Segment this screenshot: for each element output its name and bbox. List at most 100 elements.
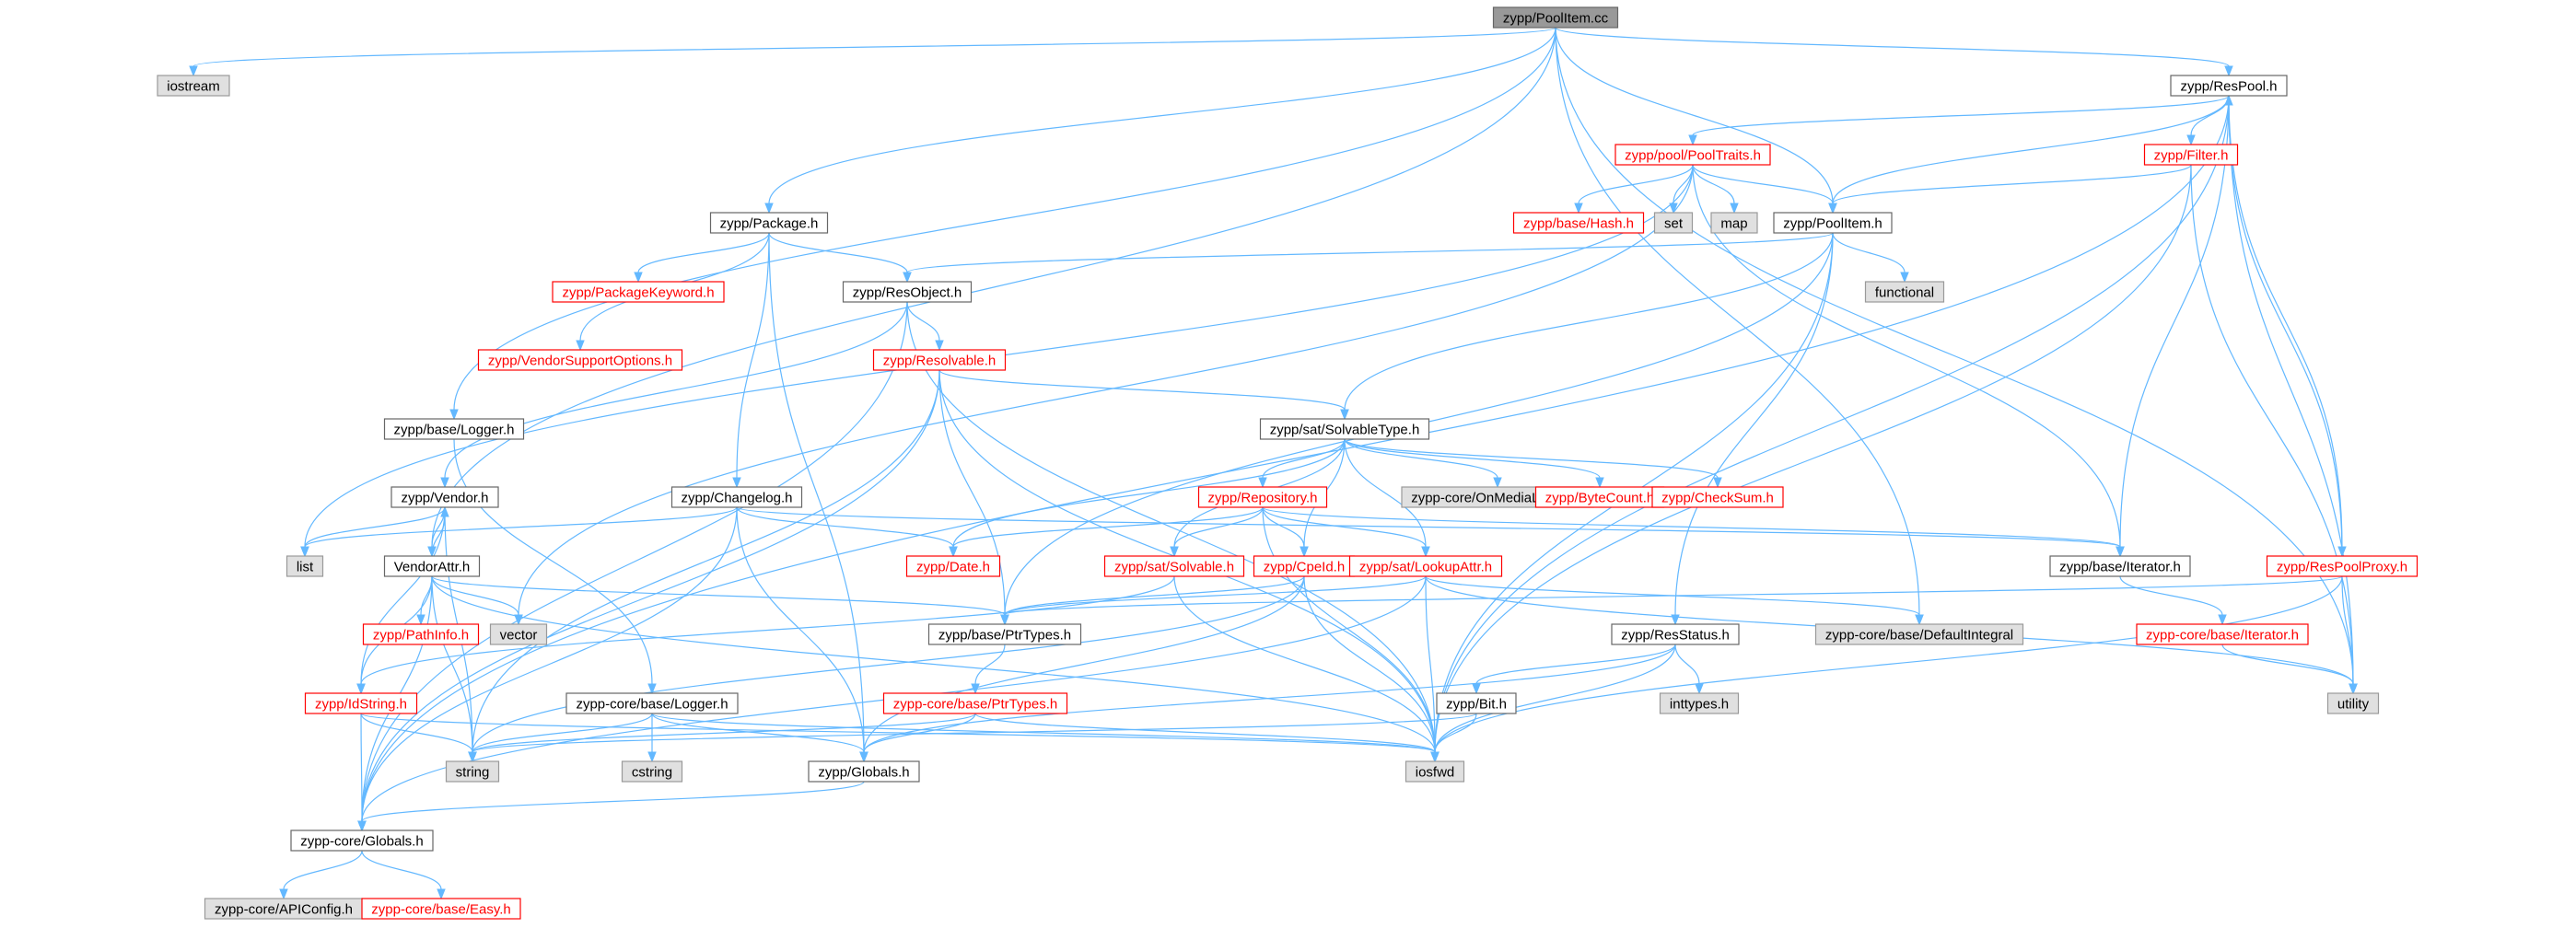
node-resobject-h[interactable]: zypp/ResObject.h <box>842 281 973 303</box>
node-cpeid-h[interactable]: zypp/CpeId.h <box>1253 555 1356 577</box>
edge-solvabletype-h-to-checksum-h <box>1344 438 1722 489</box>
edge-repository-h-to-cpeid-h <box>1262 506 1309 558</box>
node-checksum-h[interactable]: zypp/CheckSum.h <box>1651 486 1784 508</box>
edge-line <box>304 506 738 548</box>
node-solvable-h[interactable]: zypp/sat/Solvable.h <box>1103 555 1245 577</box>
node-bit-h[interactable]: zypp/Bit.h <box>1436 692 1517 714</box>
edge-poolitem-h-to-resstatus-h <box>1671 232 1834 626</box>
edge-package-h-to-changelog-h <box>732 232 770 489</box>
edge-arrowhead <box>647 683 657 695</box>
edge-line <box>863 713 976 753</box>
node-respool-h[interactable]: zypp/ResPool.h <box>2170 75 2288 97</box>
node-respoolproxy-h[interactable]: zypp/ResPoolProxy.h <box>2266 555 2419 577</box>
node-label: zypp/sat/Solvable.h <box>1114 560 1234 575</box>
node-label: zypp/VendorSupportOptions.h <box>488 354 672 369</box>
node-globals-h[interactable]: zypp/Globals.h <box>808 760 920 783</box>
node-box <box>290 829 434 852</box>
node-iterator-h[interactable]: zypp/base/Iterator.h <box>2049 555 2191 577</box>
edge-arrowhead <box>859 751 868 763</box>
edge-cpeid-h-to-ptrtypes-h <box>1000 575 1305 626</box>
edge-solvable-h-to-idstring-h <box>356 575 1175 695</box>
node-resstatus-h[interactable]: zypp/ResStatus.h <box>1611 623 1740 645</box>
edge-line <box>1425 575 1436 753</box>
node-changelog-h[interactable]: zypp/Changelog.h <box>670 486 803 508</box>
edge-arrowhead <box>1472 683 1481 695</box>
edge-line <box>1555 27 1920 616</box>
edge-line <box>863 644 1676 753</box>
node-core-ptrtypes-h[interactable]: zypp-core/base/PtrTypes.h <box>882 692 1068 714</box>
node-easy-h[interactable]: zypp-core/base/Easy.h <box>361 898 521 920</box>
node-hash-h[interactable]: zypp/base/Hash.h <box>1512 212 1645 234</box>
edge-line <box>2228 95 2343 548</box>
node-label: zypp-core/base/Logger.h <box>576 697 728 713</box>
edge-arrowhead <box>2224 65 2233 77</box>
node-label: zypp/ResStatus.h <box>1621 628 1730 644</box>
edge-poolitem-cc-to-package-h <box>764 27 1556 215</box>
edge-bit-h-to-string <box>468 713 1477 763</box>
edge-arrowhead <box>903 272 912 284</box>
edge-line <box>1434 164 2192 753</box>
node-box <box>670 486 803 508</box>
node-label: zypp-core/base/PtrTypes.h <box>893 697 1057 713</box>
node-ptrtypes-h[interactable]: zypp/base/PtrTypes.h <box>927 623 1082 645</box>
node-label: zypp/sat/LookupAttr.h <box>1359 560 1492 575</box>
node-resolvable-h[interactable]: zypp/Resolvable.h <box>872 349 1007 371</box>
node-box <box>905 555 1001 577</box>
node-bytecount-h[interactable]: zypp/ByteCount.h <box>1534 486 1665 508</box>
node-box <box>390 486 499 508</box>
node-solvabletype-h[interactable]: zypp/sat/SolvableType.h <box>1259 418 1430 440</box>
edge-core-globals-h-to-apiconfig-h <box>279 850 363 900</box>
edge-line <box>1832 164 2192 204</box>
edge-arrowhead <box>764 203 774 215</box>
node-packagekeyword-h[interactable]: zypp/PackageKeyword.h <box>552 281 725 303</box>
node-label: vector <box>500 628 538 644</box>
node-core-iterator-h[interactable]: zypp-core/base/Iterator.h <box>2136 623 2309 645</box>
edge-line <box>361 506 738 822</box>
node-label: zypp/base/PtrTypes.h <box>938 628 1071 644</box>
node-core-logger-h[interactable]: zypp-core/base/Logger.h <box>565 692 739 714</box>
node-label: functional <box>1875 285 1934 301</box>
node-label: zypp-core/base/DefaultIntegral <box>1825 628 2013 644</box>
node-vendorattr-h[interactable]: VendorAttr.h <box>383 555 481 577</box>
node-apiconfig-h: zypp-core/APIConfig.h <box>204 898 364 920</box>
node-box <box>1611 623 1740 645</box>
node-pooltraits-h[interactable]: zypp/pool/PoolTraits.h <box>1614 144 1771 166</box>
node-lookupattr-h[interactable]: zypp/sat/LookupAttr.h <box>1348 555 1503 577</box>
edge-line <box>431 575 1436 753</box>
edge-arrowhead <box>1713 477 1722 489</box>
edge-line <box>863 575 1305 753</box>
node-date-h[interactable]: zypp/Date.h <box>905 555 1001 577</box>
edge-line <box>768 232 865 753</box>
edge-changelog-h-to-date-h <box>736 506 958 558</box>
node-vendorsupport-h[interactable]: zypp/VendorSupportOptions.h <box>477 349 683 371</box>
edge-arrowhead <box>1900 272 1909 284</box>
node-poolitem-h[interactable]: zypp/PoolItem.h <box>1773 212 1893 234</box>
edge-line <box>431 27 1556 548</box>
node-string: string <box>445 760 500 783</box>
edge-arrowhead <box>300 546 309 558</box>
node-logger-h[interactable]: zypp/base/Logger.h <box>383 418 525 440</box>
node-label: zypp/CpeId.h <box>1264 560 1345 575</box>
node-box <box>2049 555 2191 577</box>
node-pathinfo-h[interactable]: zypp/PathInfo.h <box>362 623 480 645</box>
node-label: zypp/base/Hash.h <box>1523 216 1634 232</box>
edge-line <box>1434 644 1676 753</box>
edge-arrowhead <box>468 751 477 763</box>
edge-respool-h-to-core-globals-h <box>357 95 2230 832</box>
edge-arrowhead <box>2349 683 2358 695</box>
edge-line <box>1262 438 1346 479</box>
node-filter-h[interactable]: zypp/Filter.h <box>2143 144 2239 166</box>
node-label: zypp/PathInfo.h <box>373 628 469 644</box>
edge-line <box>1674 232 1834 616</box>
node-poolitem-cc[interactable]: zypp/PoolItem.cc <box>1492 6 1619 29</box>
edge-arrowhead <box>1170 546 1179 558</box>
node-core-globals-h[interactable]: zypp-core/Globals.h <box>290 829 434 852</box>
node-vendor-h[interactable]: zypp/Vendor.h <box>390 486 499 508</box>
node-package-h[interactable]: zypp/Package.h <box>709 212 829 234</box>
edge-resstatus-h-to-inttypes-h <box>1674 644 1704 695</box>
edge-line <box>2119 575 2223 616</box>
edge-resobject-h-to-resolvable-h <box>906 301 944 352</box>
node-repository-h[interactable]: zypp/Repository.h <box>1197 486 1328 508</box>
node-idstring-h[interactable]: zypp/IdString.h <box>304 692 418 714</box>
